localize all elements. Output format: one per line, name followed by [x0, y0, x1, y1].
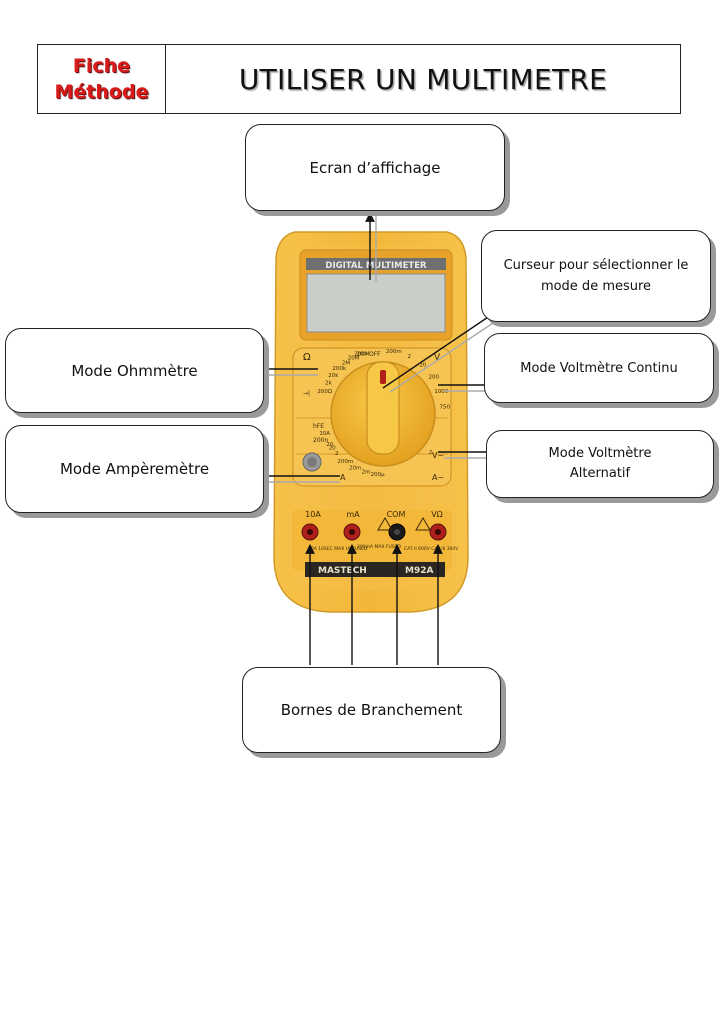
vdc-range-label: 2	[407, 354, 411, 360]
jack-warning-10a: 10A 10SEC MAX UNFUSED	[308, 546, 368, 552]
callout-ohm-text: Mode Ohmmètre	[71, 361, 198, 380]
off-label: OFF	[369, 351, 381, 358]
jack-com[interactable]	[388, 523, 406, 541]
callout-terminals-text: Bornes de Branchement	[280, 701, 463, 719]
callout-terminals: Bornes de Branchement	[242, 667, 501, 753]
ohm-range-label: 200k	[332, 366, 346, 372]
callout-cursor: Curseur pour sélectionner le mode de mes…	[481, 230, 711, 322]
callout-volt-dc-text: Mode Voltmètre Continu	[520, 360, 678, 376]
amp-range-label: 2m	[362, 470, 371, 476]
arrow-shadow	[389, 312, 509, 393]
hfe-label: hFE	[313, 423, 324, 430]
amp-range-label: 20	[326, 442, 333, 448]
brand-strip	[305, 562, 445, 577]
ohm-range-label: 20M	[348, 355, 360, 361]
jack-label-ma: mA	[346, 510, 360, 519]
dial-knob[interactable]	[366, 361, 400, 455]
header-banner: Fiche Méthode UTILISER UN MULTIMETRE	[37, 44, 681, 114]
ohm-range-label: 2k	[325, 381, 332, 387]
callout-amp-text: Mode Ampèremètre	[59, 460, 210, 478]
jack-warning-v: CAT II 600V CAT III 300V	[404, 546, 459, 552]
callout-cursor-text: Curseur pour sélectionner le mode de mes…	[503, 258, 689, 294]
callout-volt-dc: Mode Voltmètre Continu	[484, 333, 714, 403]
jack-warning-ma: 200mA MAX FUSED	[357, 544, 402, 550]
ohm-symbol: Ω	[303, 352, 311, 363]
dial-pointer	[380, 370, 386, 384]
ohm-range-label: 2M	[342, 360, 350, 366]
callout-volt-ac: Mode Voltmètre Alternatif	[486, 430, 714, 498]
aac-symbol: A~	[432, 473, 444, 482]
brand-label: MASTECH	[318, 566, 367, 576]
vac-range-label: 200	[357, 352, 368, 358]
sheet-type-line1: Fiche	[72, 55, 131, 77]
vac-range-label: 750	[440, 405, 451, 411]
vdc-range-label: 20	[419, 363, 426, 369]
amp-range-label: 20m	[349, 465, 361, 471]
jack-label-com: COM	[387, 510, 406, 519]
ohm-range-label: 200Ω	[317, 389, 332, 395]
callout-volt-ac-line2: Alternatif	[569, 466, 631, 481]
vdc-symbol: V	[434, 353, 441, 363]
amp-range-label: 200µ	[371, 472, 385, 478]
arrow-to-cursor	[382, 308, 501, 389]
amp-range-label: 2	[335, 451, 339, 457]
jack-label-v-ohm: VΩ	[431, 510, 443, 519]
cap-label: 200n	[313, 437, 328, 444]
vdc-range-label: 200m	[386, 349, 402, 355]
amp-range-label: 10A	[319, 431, 330, 437]
page-title: UTILISER UN MULTIMETRE	[238, 62, 608, 96]
callout-ohm: Mode Ohmmètre	[5, 328, 264, 413]
vac-range-label: 2	[429, 450, 433, 456]
jack-ma[interactable]	[343, 523, 361, 541]
callout-amp: Mode Ampèremètre	[5, 425, 264, 513]
amp-range-label: 200m	[337, 459, 353, 465]
vac-range-label: 20	[329, 446, 336, 452]
vdc-range-label: 200	[429, 374, 440, 380]
jack-label-10a: 10A	[305, 510, 321, 519]
warning-icon	[415, 517, 431, 531]
diode-label: →|	[303, 390, 310, 397]
vdc-range-label: 1000	[434, 389, 448, 395]
jack-10a[interactable]	[301, 523, 319, 541]
jack-panel	[292, 510, 452, 570]
sheet-type-label: Fiche Méthode	[38, 45, 166, 113]
ohm-range-label: 20k	[328, 373, 339, 379]
lcd-screen	[306, 273, 446, 333]
ohm-range-label: 200M	[354, 352, 369, 358]
page-title-cell: UTILISER UN MULTIMETRE	[166, 45, 680, 113]
warning-icon	[377, 517, 393, 531]
sheet-type-line2: Méthode	[54, 81, 149, 103]
callout-volt-ac-line1: Mode Voltmètre	[548, 446, 652, 461]
adc-symbol: A	[340, 473, 346, 482]
callout-screen: Ecran d’affichage	[245, 124, 505, 211]
vac-symbol: V~	[432, 451, 444, 460]
rotary-dial[interactable]	[330, 361, 436, 467]
jack-v-ohm[interactable]	[429, 523, 447, 541]
model-label: M92A	[405, 566, 433, 576]
callout-screen-text: Ecran d’affichage	[309, 158, 441, 177]
